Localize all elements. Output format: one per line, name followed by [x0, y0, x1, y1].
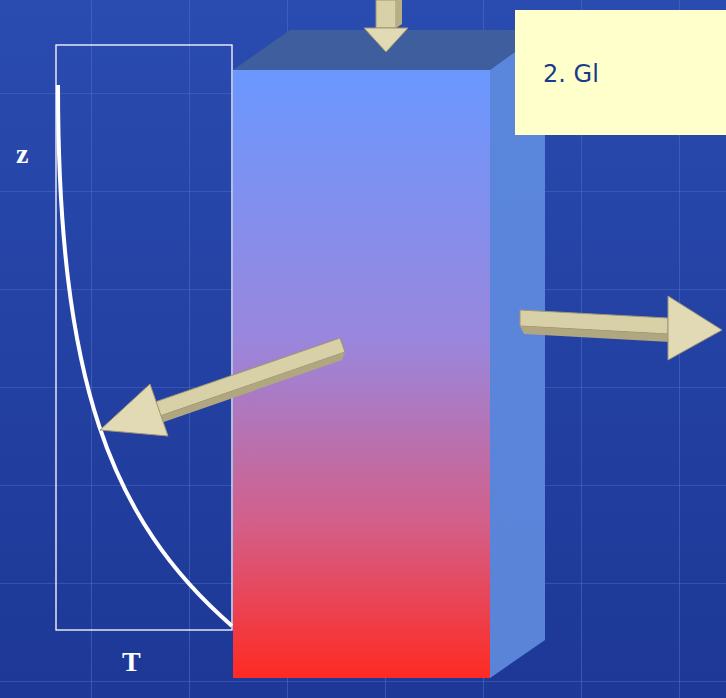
axis-label: T	[122, 648, 141, 676]
note-box: 2. Gl	[515, 10, 726, 135]
left-arrow	[100, 338, 345, 436]
note-text: 2. Gl	[543, 60, 726, 88]
down-arrow	[364, 0, 408, 52]
graph-frame	[56, 45, 232, 630]
axis-label: z	[16, 140, 28, 168]
temperature-curve	[58, 85, 232, 626]
right-arrow	[520, 296, 722, 360]
